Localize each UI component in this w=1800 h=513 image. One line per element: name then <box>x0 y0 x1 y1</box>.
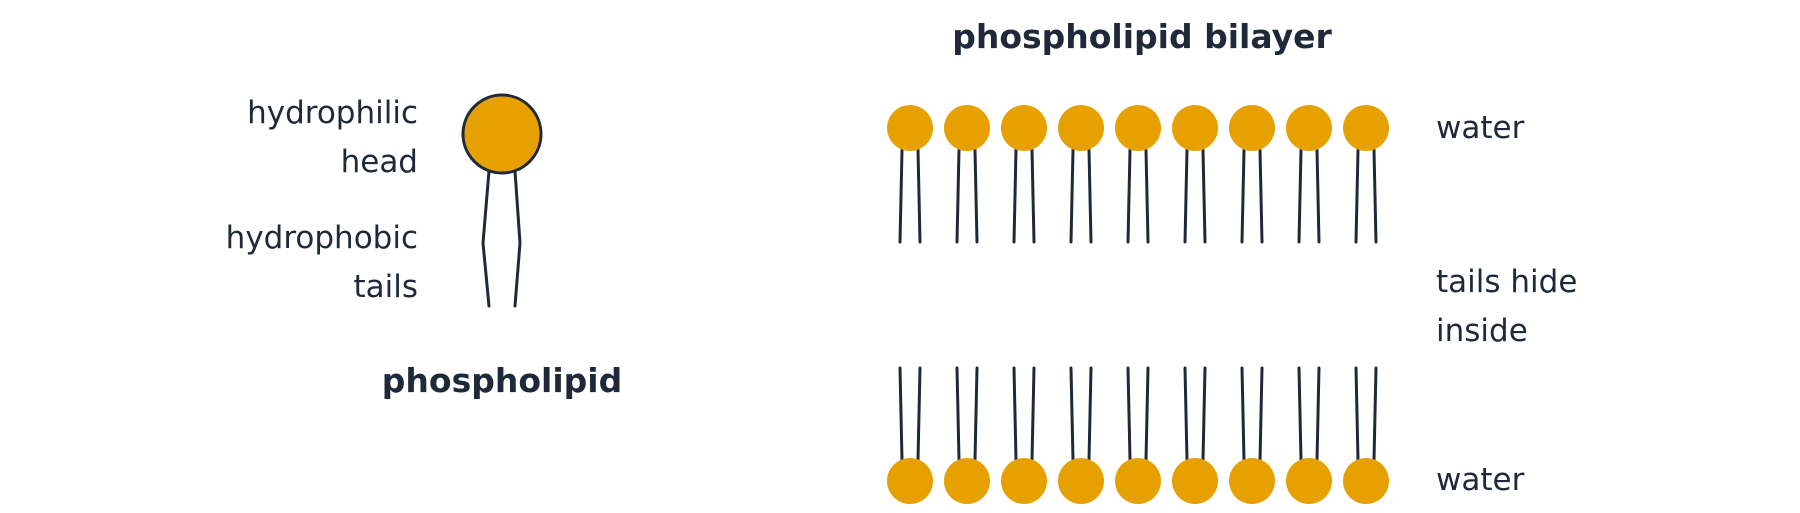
bottom-tail-left <box>1012 366 1018 462</box>
bottom-head <box>887 458 933 504</box>
top-tail-right <box>1030 148 1036 244</box>
bottom-head <box>1286 458 1332 504</box>
top-phospholipid <box>1058 105 1104 244</box>
top-tail-right <box>1372 148 1378 244</box>
head-label-line2: head <box>341 144 418 180</box>
top-phospholipid <box>1001 105 1047 244</box>
top-water-label: water <box>1436 110 1525 146</box>
bottom-tail-right <box>1201 366 1207 462</box>
top-tail-left <box>1126 148 1132 244</box>
bottom-phospholipid <box>1229 366 1275 504</box>
bottom-tail-left <box>1126 366 1132 462</box>
bottom-tail-left <box>1354 366 1360 462</box>
top-tail-left <box>1297 148 1303 244</box>
bottom-head <box>1172 458 1218 504</box>
bottom-phospholipid <box>1058 366 1104 504</box>
single-phospholipid <box>461 93 543 308</box>
bottom-tail-right <box>1258 366 1264 462</box>
top-tail-left <box>898 148 904 244</box>
bottom-tail-right <box>1144 366 1150 462</box>
top-head <box>1001 105 1047 151</box>
top-head <box>1058 105 1104 151</box>
top-tail-right <box>1087 148 1093 244</box>
bottom-tail-right <box>1372 366 1378 462</box>
top-tail-left <box>1069 148 1075 244</box>
top-head <box>1229 105 1275 151</box>
top-head <box>1286 105 1332 151</box>
bottom-tail-right <box>973 366 979 462</box>
hydrophilic-head <box>461 93 543 175</box>
bottom-head <box>1343 458 1389 504</box>
bottom-tail-right <box>1315 366 1321 462</box>
bottom-tail-left <box>1240 366 1246 462</box>
middle-label-line2: inside <box>1436 313 1528 349</box>
bilayer-bottom-layer <box>887 366 1389 504</box>
top-tail-right <box>916 148 922 244</box>
bottom-phospholipid <box>887 366 933 504</box>
top-head <box>1115 105 1161 151</box>
top-tail-left <box>955 148 961 244</box>
bottom-phospholipid <box>1343 366 1389 504</box>
tail-left <box>481 169 491 308</box>
bottom-tail-right <box>1087 366 1093 462</box>
top-tail-left <box>1012 148 1018 244</box>
bottom-tail-left <box>955 366 961 462</box>
tail-label-line1: hydrophobic <box>226 220 418 256</box>
top-head <box>887 105 933 151</box>
top-head <box>1172 105 1218 151</box>
tail-right <box>513 169 522 308</box>
bottom-tail-right <box>916 366 922 462</box>
top-tail-right <box>1144 148 1150 244</box>
bottom-phospholipid <box>1001 366 1047 504</box>
bottom-phospholipid <box>1286 366 1332 504</box>
top-head <box>1343 105 1389 151</box>
bottom-phospholipid <box>1172 366 1218 504</box>
top-tail-left <box>1183 148 1189 244</box>
top-tail-left <box>1240 148 1246 244</box>
phospholipid-title: phospholipid <box>382 361 622 400</box>
bottom-tail-left <box>1183 366 1189 462</box>
top-tail-right <box>1258 148 1264 244</box>
top-phospholipid <box>1286 105 1332 244</box>
top-head <box>944 105 990 151</box>
bottom-head <box>1229 458 1275 504</box>
bilayer-top-layer <box>887 105 1389 244</box>
middle-label-line1: tails hide <box>1436 264 1577 300</box>
bottom-tail-left <box>898 366 904 462</box>
top-tail-right <box>1315 148 1321 244</box>
bottom-head <box>1001 458 1047 504</box>
top-phospholipid <box>1172 105 1218 244</box>
top-phospholipid <box>1343 105 1389 244</box>
bottom-tail-left <box>1069 366 1075 462</box>
top-phospholipid <box>1229 105 1275 244</box>
top-phospholipid <box>944 105 990 244</box>
bottom-water-label: water <box>1436 462 1525 498</box>
top-tail-left <box>1354 148 1360 244</box>
bottom-head <box>1058 458 1104 504</box>
bottom-head <box>1115 458 1161 504</box>
bottom-phospholipid <box>944 366 990 504</box>
tail-label-line2: tails <box>353 269 418 305</box>
top-tail-right <box>1201 148 1207 244</box>
bottom-tail-right <box>1030 366 1036 462</box>
head-label-line1: hydrophilic <box>247 95 418 131</box>
top-phospholipid <box>887 105 933 244</box>
top-phospholipid <box>1115 105 1161 244</box>
bilayer-title: phospholipid bilayer <box>952 17 1332 56</box>
bottom-head <box>944 458 990 504</box>
bottom-phospholipid <box>1115 366 1161 504</box>
top-tail-right <box>973 148 979 244</box>
bottom-tail-left <box>1297 366 1303 462</box>
